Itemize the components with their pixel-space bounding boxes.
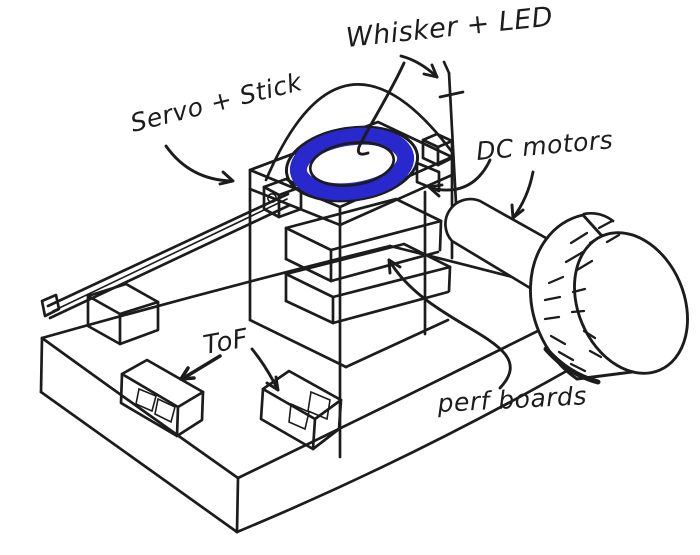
perfboard-stack — [248, 155, 454, 459]
led-ring-blue-band — [289, 127, 415, 201]
tof-left-end-face — [175, 390, 205, 438]
led-pointer-line — [356, 61, 406, 156]
perfboard-lower-edge — [447, 265, 452, 293]
servo-front-face — [86, 294, 122, 346]
label-perfboards: perf boards — [436, 381, 588, 418]
tof-right-arrow — [250, 347, 280, 392]
stick-end-cap — [40, 293, 61, 318]
tower-cross-brace — [344, 318, 450, 369]
led-ring-outer-outline — [284, 125, 420, 203]
dome-arc — [264, 83, 454, 182]
servo-arrow — [164, 144, 235, 186]
tof-right-window — [288, 402, 310, 431]
wheel-bottom-heavy-stroke — [543, 346, 601, 385]
servo-side-face — [118, 300, 160, 346]
clamp-front-face — [262, 185, 281, 219]
whisker-cross-tick — [438, 90, 465, 99]
perfboard-upper-bottom — [284, 257, 333, 283]
perfboard-lower-bottom — [331, 290, 450, 325]
stick-inner-line — [52, 198, 288, 312]
drive-wheel — [529, 211, 689, 385]
perfboard-upper-bottom — [329, 250, 440, 283]
clamp-bolt — [266, 193, 277, 204]
wheel-tread-hatches — [543, 219, 621, 373]
base-left-corner-edge — [39, 336, 44, 394]
whisker-mount-side — [436, 139, 454, 167]
led-ring — [284, 125, 420, 203]
tof-left-arrow — [179, 354, 222, 381]
dc-motors-curved-arrow — [427, 158, 492, 198]
tof-right-top-face — [261, 369, 343, 421]
label-dc-motors: DC motors — [475, 125, 614, 166]
perfboard-lower-bottom — [284, 299, 335, 325]
led-ring-inner-outline — [308, 141, 396, 187]
label-servo-stick: Servo + Stick — [127, 67, 306, 138]
label-tof: ToF — [201, 323, 251, 360]
servo-box — [86, 282, 160, 346]
dc-motors-straight-arrow — [510, 170, 535, 220]
tof-left-window — [135, 387, 157, 413]
tower-cross-brace — [248, 318, 348, 369]
perfboards-arrow — [387, 258, 512, 390]
tof-right-front-face — [259, 387, 317, 451]
tof-left-window — [154, 397, 176, 424]
annotation-arrows — [164, 54, 535, 392]
stick-top-line — [46, 192, 290, 308]
whisker-mount-front — [421, 138, 440, 167]
base-bottom-left-edge — [39, 390, 239, 534]
tof-left-front-face — [119, 372, 180, 438]
tof-left-top-face — [120, 358, 205, 409]
tof-right-window — [307, 390, 331, 421]
platform-bottom-right-edge — [338, 173, 454, 227]
stick-bottom-line — [48, 203, 292, 320]
motor-capsule-outline — [444, 197, 564, 293]
base-top-front-left-edge — [40, 336, 240, 480]
base-front-corner-edge — [235, 476, 240, 534]
tof-right-end-face — [311, 398, 343, 451]
base-bottom-right-edge — [235, 350, 602, 534]
tof-sensor-left — [119, 358, 205, 438]
perfboard-upper-top — [284, 197, 443, 252]
perfboard-upper-edge — [438, 219, 443, 252]
stick-rod — [40, 192, 292, 320]
wheel-top-joint — [582, 211, 615, 223]
platform-bottom-left-edge — [248, 187, 342, 227]
whisker-arrow — [399, 54, 439, 79]
label-whisker-led: Whisker + LED — [344, 1, 554, 54]
whisker-wire-tip — [442, 60, 451, 75]
